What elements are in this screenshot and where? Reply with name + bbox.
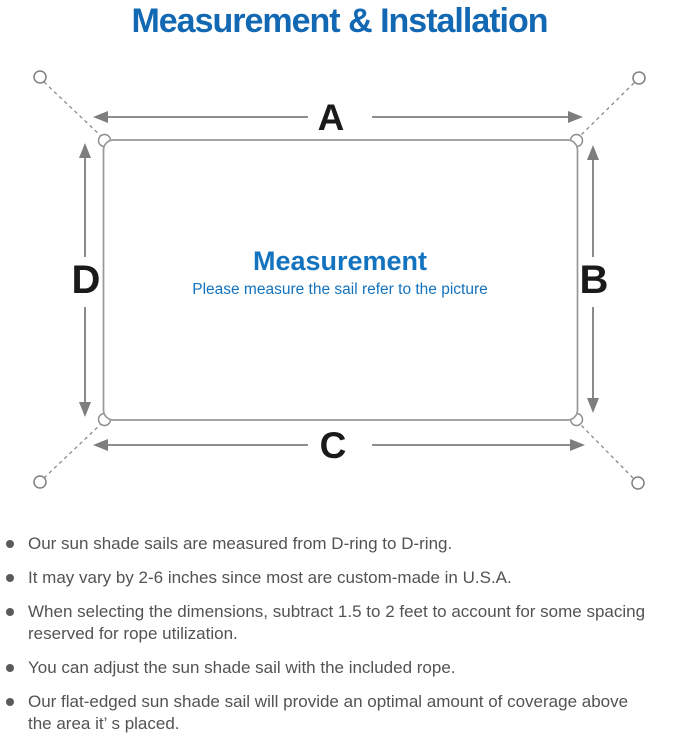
- dim-label-a: A: [318, 97, 345, 138]
- note-item: When selecting the dimensions, subtract …: [6, 601, 658, 645]
- note-text: Our flat-edged sun shade sail will provi…: [28, 692, 629, 733]
- bullet-icon: [6, 664, 14, 672]
- anchor-point-icon-top-right: [632, 71, 646, 85]
- note-text: Our sun shade sails are measured from D-…: [28, 534, 453, 553]
- anchor-point-icon-bottom-right: [631, 476, 645, 490]
- anchor-point-icon-top-left: [33, 70, 47, 84]
- note-item: Our flat-edged sun shade sail will provi…: [6, 691, 658, 735]
- sail-outline: [102, 139, 579, 421]
- diagram-heading: Measurement: [253, 246, 427, 276]
- dim-b-up-arrowhead-icon: [587, 145, 599, 160]
- dim-a-left-arrowhead-icon: [93, 111, 108, 123]
- dim-d-down-arrowhead-icon: [79, 402, 91, 417]
- note-item: You can adjust the sun shade sail with t…: [6, 657, 658, 679]
- dim-label-d: D: [72, 258, 101, 302]
- dim-d-up-arrowhead-icon: [79, 143, 91, 158]
- bullet-icon: [6, 608, 14, 616]
- bullet-icon: [6, 698, 14, 706]
- note-text: It may vary by 2-6 inches since most are…: [28, 568, 512, 587]
- anchor-point-icon-bottom-left: [33, 475, 47, 489]
- note-item: Our sun shade sails are measured from D-…: [6, 533, 658, 555]
- rope-line-bottom-right: [579, 423, 634, 479]
- note-item: It may vary by 2-6 inches since most are…: [6, 567, 658, 589]
- dim-a-right-arrowhead-icon: [568, 111, 583, 123]
- notes-list: Our sun shade sails are measured from D-…: [6, 533, 658, 739]
- note-text: When selecting the dimensions, subtract …: [28, 602, 646, 643]
- rope-line-bottom-left: [43, 423, 102, 479]
- diagram-subheading: Please measure the sail refer to the pic…: [192, 281, 488, 298]
- dim-b-down-arrowhead-icon: [587, 398, 599, 413]
- bullet-icon: [6, 540, 14, 548]
- rope-line-top-left: [43, 81, 102, 137]
- bullet-icon: [6, 574, 14, 582]
- rope-line-top-right: [579, 82, 635, 137]
- note-text: You can adjust the sun shade sail with t…: [28, 658, 456, 677]
- measurement-diagram: A C D B Measurement Please measure the s…: [33, 70, 646, 490]
- dim-label-b: B: [580, 258, 609, 302]
- dim-c-right-arrowhead-icon: [570, 439, 585, 451]
- page-title: Measurement & Installation: [131, 2, 548, 40]
- dim-c-left-arrowhead-icon: [93, 439, 108, 451]
- dim-label-c: C: [320, 425, 347, 466]
